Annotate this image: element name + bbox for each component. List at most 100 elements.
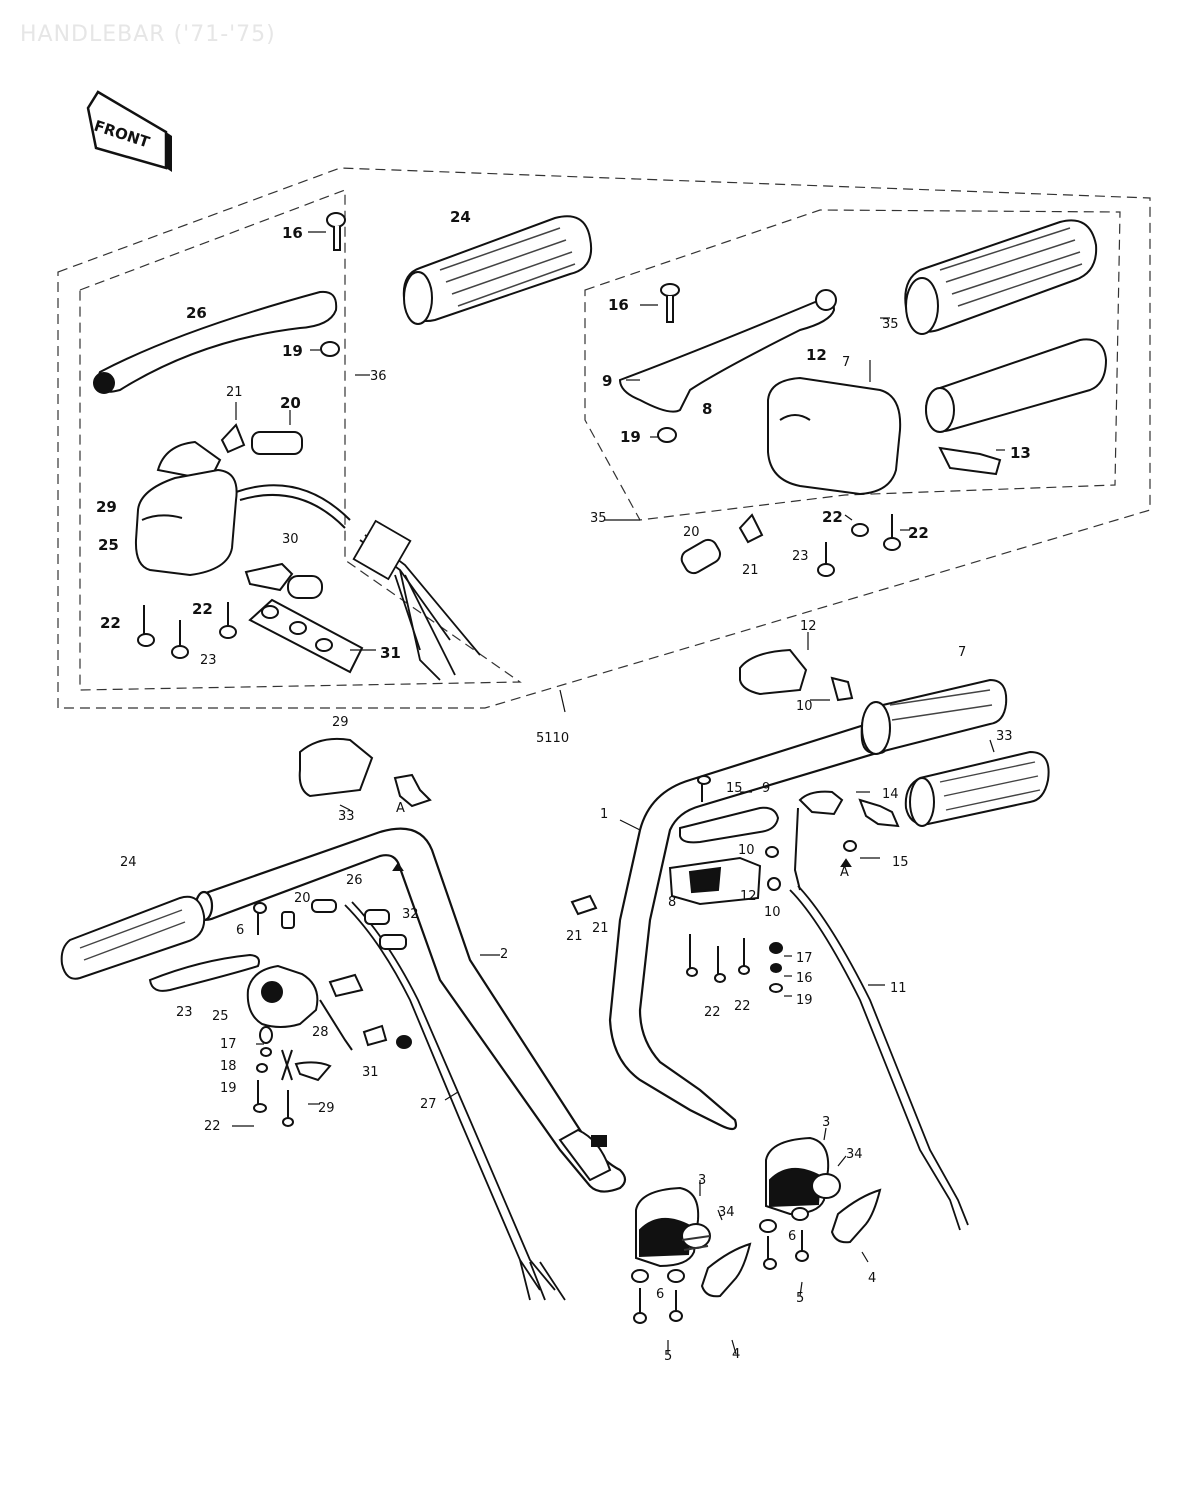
callout-label: 3 — [822, 1115, 830, 1130]
callout-label: 26 — [186, 304, 207, 322]
callout-label: 20 — [683, 525, 700, 540]
callout-label: 35 — [882, 317, 899, 332]
callout-label: 21 — [742, 563, 759, 578]
callout-label: 22 — [704, 1005, 721, 1020]
callout-label: 22 — [734, 999, 751, 1014]
throttle-grip-lower-right — [860, 678, 1008, 755]
lever-top-left — [93, 290, 338, 394]
callout-label: 33 — [338, 809, 355, 824]
callout-label: 24 — [450, 208, 471, 226]
callout-label: 5110 — [536, 731, 569, 746]
callout-label: 7 — [842, 355, 850, 370]
callout-label: 10 — [796, 699, 813, 714]
callout-label: 6 — [656, 1287, 664, 1302]
grip-top-right — [904, 219, 1098, 335]
callout-label: 5 — [796, 1291, 804, 1306]
callout-label: 28 — [312, 1025, 329, 1040]
callout-label: 34 — [846, 1147, 863, 1162]
front-arrow-icon: FRONT — [86, 90, 172, 172]
callout-label: 21 — [566, 929, 583, 944]
leader-lines — [232, 231, 1005, 1355]
callout-label: 31 — [362, 1065, 379, 1080]
callout-label: 24 — [120, 855, 137, 870]
cable-bundle-top — [352, 519, 481, 681]
screw-top-left — [326, 212, 346, 251]
end-cap-lower-left — [558, 1128, 612, 1182]
callout-label: 12 — [800, 619, 817, 634]
nut-19-right — [657, 427, 677, 443]
lever-lower-left — [148, 953, 260, 992]
callout-label: 19 — [796, 993, 813, 1008]
callout-label: 30 — [282, 532, 299, 547]
callout-label: 3 — [698, 1173, 706, 1188]
callout-label: 20 — [280, 394, 301, 412]
callout-label: 6 — [236, 923, 244, 938]
cable-right — [789, 885, 969, 1231]
grip-33-lower-right — [904, 750, 1050, 827]
callout-label: A — [396, 801, 405, 816]
grip-top-left — [402, 215, 592, 325]
callout-label: 25 — [212, 1009, 229, 1024]
callout-label: 19 — [620, 428, 641, 446]
callout-label: 10 — [738, 843, 755, 858]
callout-label: 17 — [220, 1037, 237, 1052]
callout-label: 5 — [664, 1349, 672, 1364]
switch-30 — [244, 562, 323, 599]
switch-housing-lower-left — [246, 964, 319, 1028]
throttle-housing-12 — [767, 376, 902, 496]
callout-label: 19 — [220, 1081, 237, 1096]
lever-13 — [938, 446, 1002, 476]
callout-label: 22 — [908, 524, 929, 542]
callout-label: 8 — [668, 895, 676, 910]
switch-housing-left — [134, 440, 351, 577]
callout-label: 14 — [882, 787, 899, 802]
callout-label: 21 — [592, 921, 609, 936]
subassembly-outline — [57, 167, 1151, 709]
cable-left — [344, 901, 566, 1301]
callout-label: 4 — [732, 1347, 740, 1362]
callout-label: A — [840, 865, 849, 880]
callout-label: 29 — [332, 715, 349, 730]
lever-14-lower-right — [793, 790, 900, 891]
clutch-bracket-lower-right — [668, 856, 762, 906]
screws-left-lower — [137, 602, 237, 659]
lever-top-right — [618, 289, 837, 413]
callout-label: 8 — [702, 400, 712, 418]
callout-label: 13 — [1010, 444, 1031, 462]
callout-label: 9 — [602, 372, 612, 390]
callout-label: 4 — [868, 1271, 876, 1286]
lever-lower-right — [679, 806, 780, 844]
callout-label: 16 — [282, 224, 303, 242]
callout-label: 35 — [590, 511, 607, 526]
callout-label: 12 — [740, 889, 757, 904]
callout-label: 19 — [282, 342, 303, 360]
callout-label: 6 — [788, 1229, 796, 1244]
callout-label: 33 — [996, 729, 1013, 744]
small-parts-lower-left — [253, 899, 412, 1127]
nut-19-top-left — [320, 341, 340, 357]
callout-label: 11 — [890, 981, 907, 996]
screw-16-right — [660, 283, 680, 323]
callout-label: 26 — [346, 873, 363, 888]
callout-label: 23 — [176, 1005, 193, 1020]
callout-label: 22 — [822, 508, 843, 526]
callout-label: 10 — [764, 905, 781, 920]
callout-label: 22 — [192, 600, 213, 618]
screws-right-top — [817, 514, 901, 577]
clamp-right — [759, 1136, 882, 1270]
callout-label: 36 — [370, 369, 387, 384]
page-title: HANDLEBAR ('71-'75) — [20, 22, 276, 47]
callout-label: 16 — [608, 296, 629, 314]
callout-label: 23 — [792, 549, 809, 564]
throttle-sleeve-7 — [924, 338, 1108, 433]
handlebar-right — [608, 715, 892, 1131]
callout-label: 29 — [96, 498, 117, 516]
callout-label: 22 — [204, 1119, 221, 1134]
callout-label: 15 — [892, 855, 909, 870]
callout-label: 17 — [796, 951, 813, 966]
clamp-left — [631, 1186, 752, 1324]
grip-lower-left — [60, 895, 206, 980]
callout-label: 34 — [718, 1205, 735, 1220]
callout-label: 32 — [402, 907, 419, 922]
